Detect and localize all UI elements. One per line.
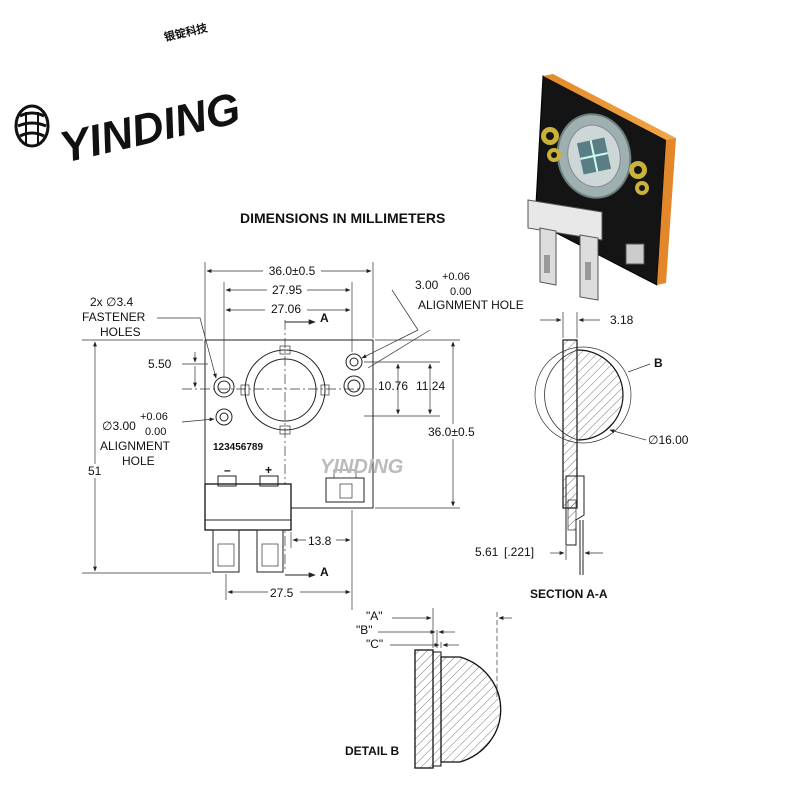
detail-marker-b: B — [654, 356, 663, 370]
dim-width-overall: 36.0±0.5 — [269, 264, 316, 278]
drawing-title: DIMENSIONS IN MILLIMETERS — [240, 210, 445, 226]
detail-title: DETAIL B — [345, 744, 400, 758]
serial-number: 123456789 — [213, 442, 263, 453]
logo-text: YINDING — [55, 84, 245, 173]
align-right-main: 3.00 — [415, 278, 439, 292]
small-connector — [325, 469, 365, 503]
dim-hole-spacing-2: 11.24 — [416, 379, 445, 393]
product-3d-view — [527, 74, 676, 301]
logo-chinese-text: 银锭科技 — [163, 20, 210, 44]
section-marker-top: A — [320, 311, 329, 325]
dim-thickness: 3.18 — [610, 313, 634, 327]
dim-terminal-offset: 13.8 — [308, 534, 332, 548]
terminal-block: – + — [204, 463, 292, 573]
align-right-label: ALIGNMENT HOLE — [418, 298, 524, 312]
dim-hole-offset: 5.50 — [148, 357, 172, 371]
terminal-minus-label: – — [224, 463, 231, 477]
dim-pitch-1: 27.95 — [272, 283, 302, 297]
align-left-main: ∅3.00 — [102, 419, 136, 433]
align-right-tol-bottom: 0.00 — [450, 286, 471, 298]
align-left-tol-top: +0.06 — [140, 411, 168, 423]
dim-lead-offset-inch: [.221] — [504, 545, 534, 559]
fastener-hole-right — [343, 375, 365, 397]
top-view: 123456789 – + YINDING 36.0± — [82, 262, 524, 610]
watermark: YINDING — [320, 456, 403, 478]
alignment-hole-left — [215, 408, 233, 426]
dim-height-body: 36.0±0.5 — [428, 425, 475, 439]
detail-label-a: "A" — [366, 609, 383, 623]
align-right-tol-top: +0.06 — [442, 271, 470, 283]
board-outline — [204, 339, 374, 509]
fastener-label-2: FASTENER — [82, 310, 146, 324]
align-left-label-1: ALIGNMENT — [100, 439, 171, 453]
logo-wordmark: YINDING 银锭科技 — [55, 20, 245, 173]
fastener-hole-left — [213, 376, 235, 398]
fastener-label-1: 2x ∅3.4 — [90, 295, 133, 309]
dim-dome-diameter: ∅16.00 — [648, 433, 689, 447]
dim-terminal-span: 27.5 — [270, 586, 294, 600]
alignment-hole-right — [345, 353, 363, 371]
dim-height-overall: 51 — [88, 464, 102, 478]
detail-label-c: "C" — [366, 637, 383, 651]
dim-pitch-2: 27.06 — [271, 302, 301, 316]
section-title: SECTION A-A — [530, 587, 608, 601]
align-left-tol-bottom: 0.00 — [145, 426, 166, 438]
terminal-plus-label: + — [265, 463, 272, 477]
dim-hole-spacing-1: 10.76 — [378, 379, 408, 393]
logo-emblem-icon — [14, 104, 50, 148]
dim-lead-offset: 5.61 — [475, 545, 499, 559]
detail-label-b: "B" — [356, 623, 373, 637]
detail-view: "A" "B" "C" DETAIL B — [345, 608, 512, 769]
fastener-label-3: HOLES — [100, 325, 141, 339]
section-marker-bottom: A — [320, 565, 329, 579]
align-left-label-2: HOLE — [122, 454, 155, 468]
section-view: 3.18 B ∅16.00 5.61 [.221] SECTION A-A — [475, 312, 689, 601]
brand-logo: YINDING 银锭科技 — [14, 20, 245, 173]
